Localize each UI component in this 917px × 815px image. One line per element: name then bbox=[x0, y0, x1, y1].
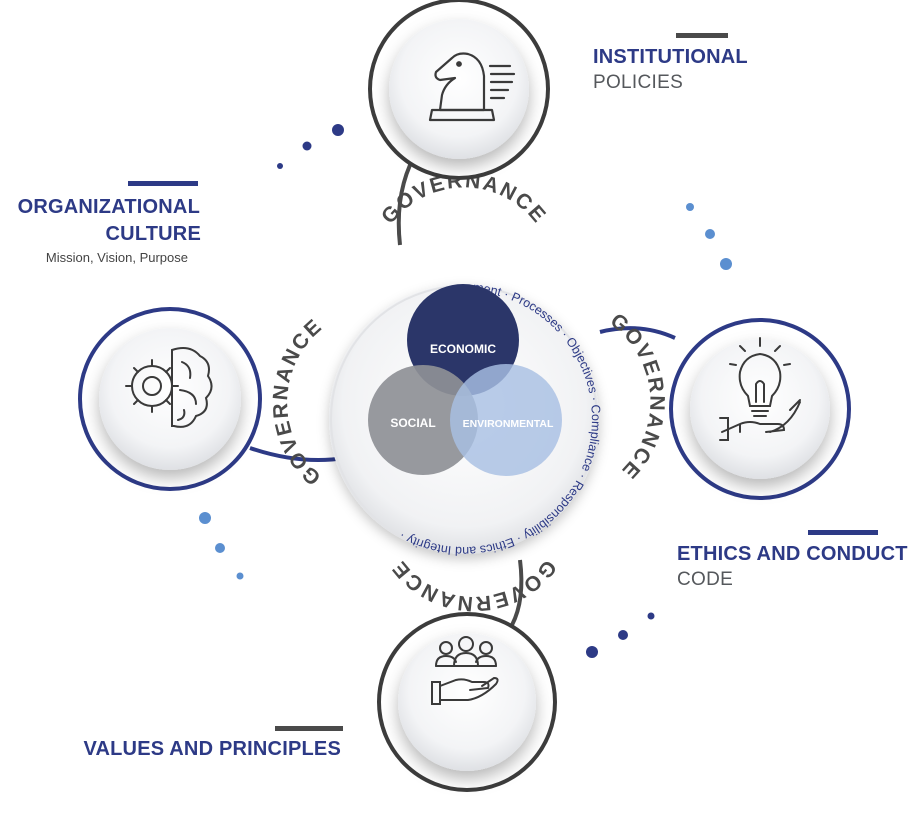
ethics-title: ETHICS AND CONDUCT bbox=[677, 543, 908, 565]
organizational-subtitle: Mission, Vision, Purpose bbox=[45, 250, 188, 265]
dots-bottom-left bbox=[199, 512, 244, 580]
venn-environmental-label: ENVIRONMENTAL bbox=[463, 418, 554, 430]
dots-bottom-right bbox=[586, 612, 655, 658]
venn-social-label: SOCIAL bbox=[390, 416, 435, 430]
organizational-title-line1: ORGANIZATIONAL bbox=[17, 196, 200, 218]
connector-top-line bbox=[396, 164, 412, 246]
dots-top-right bbox=[686, 203, 732, 270]
values-title: VALUES AND PRINCIPLES bbox=[83, 738, 341, 760]
connector-bottom-line bbox=[510, 559, 524, 626]
dots-top-left bbox=[277, 124, 344, 169]
venn-environmental-circle bbox=[450, 364, 562, 476]
governance-label-right: GOVERNANCE bbox=[606, 309, 669, 484]
governance-label-left: GOVERNANCE bbox=[269, 314, 327, 489]
institutional-subtitle: POLICIES bbox=[593, 72, 684, 93]
gear-brain-icon bbox=[125, 347, 213, 428]
venn-economic-label: ECONOMIC bbox=[430, 342, 496, 356]
organizational-accent-bar bbox=[128, 181, 198, 186]
node-institutional-policies bbox=[368, 0, 550, 180]
institutional-accent-bar bbox=[676, 33, 728, 38]
ethics-accent-bar bbox=[808, 530, 878, 535]
chess-knight-icon bbox=[428, 52, 516, 122]
people-hand-icon bbox=[431, 636, 499, 705]
node-ethics-conduct bbox=[669, 318, 851, 500]
venn-diagram: ECONOMIC SOCIAL ENVIRONMENTAL bbox=[368, 284, 562, 476]
values-accent-bar bbox=[275, 726, 343, 731]
institutional-title: INSTITUTIONAL bbox=[593, 46, 748, 68]
governance-label-bottom: GOVERNANCE bbox=[387, 556, 560, 616]
node-values-principles bbox=[377, 612, 557, 792]
lightbulb-hand-icon bbox=[719, 337, 801, 441]
node-organizational-culture bbox=[78, 307, 262, 491]
organizational-title-line2: CULTURE bbox=[105, 223, 201, 245]
ethics-subtitle: CODE bbox=[677, 569, 734, 590]
connector-right-line bbox=[599, 326, 676, 340]
venn-social-circle bbox=[368, 365, 478, 475]
